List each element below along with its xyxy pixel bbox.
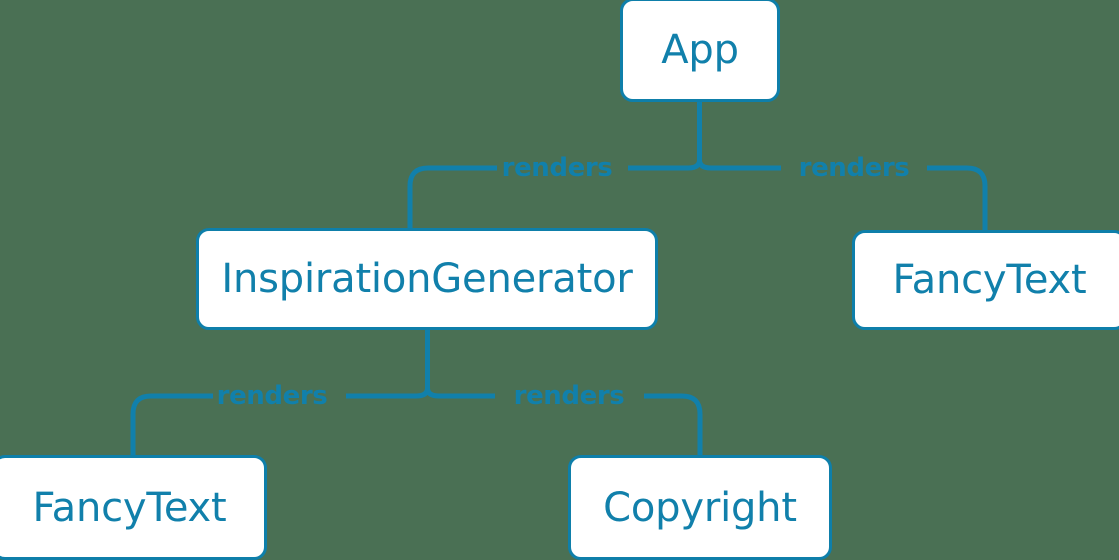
edge-label-app-to-fancytext-right: renders [798, 153, 910, 183]
edge-inspiration-junction-left [406, 387, 430, 399]
edge-inspiration-to-fancytext-elbow [130, 393, 152, 458]
node-fancytext-left[interactable]: FancyText [0, 455, 267, 560]
node-inspiration-generator-label: InspirationGenerator [221, 256, 633, 302]
edge-app-to-inspiration-elbow [407, 165, 429, 231]
node-app[interactable]: App [620, 0, 780, 102]
edge-label-inspiration-to-fancytext-left: renders [216, 381, 328, 411]
edge-label-app-to-inspiration: renders [501, 153, 613, 183]
node-copyright-label: Copyright [603, 484, 797, 531]
edge-inspiration-to-copyright-elbow [681, 393, 703, 458]
node-fancytext-left-label: FancyText [32, 484, 227, 531]
edge-app-junction-left [678, 159, 702, 171]
edge-inspiration-junction-right [425, 387, 449, 399]
node-app-label: App [661, 27, 739, 73]
edge-app-junction-right [697, 159, 721, 171]
edge-label-inspiration-to-copyright: renders [513, 381, 625, 411]
edge-app-to-fancytext-elbow [966, 165, 988, 233]
node-inspiration-generator[interactable]: InspirationGenerator [196, 228, 658, 330]
node-copyright[interactable]: Copyright [568, 455, 832, 560]
node-fancytext-right-label: FancyText [892, 257, 1087, 303]
node-fancytext-right[interactable]: FancyText [852, 230, 1119, 330]
